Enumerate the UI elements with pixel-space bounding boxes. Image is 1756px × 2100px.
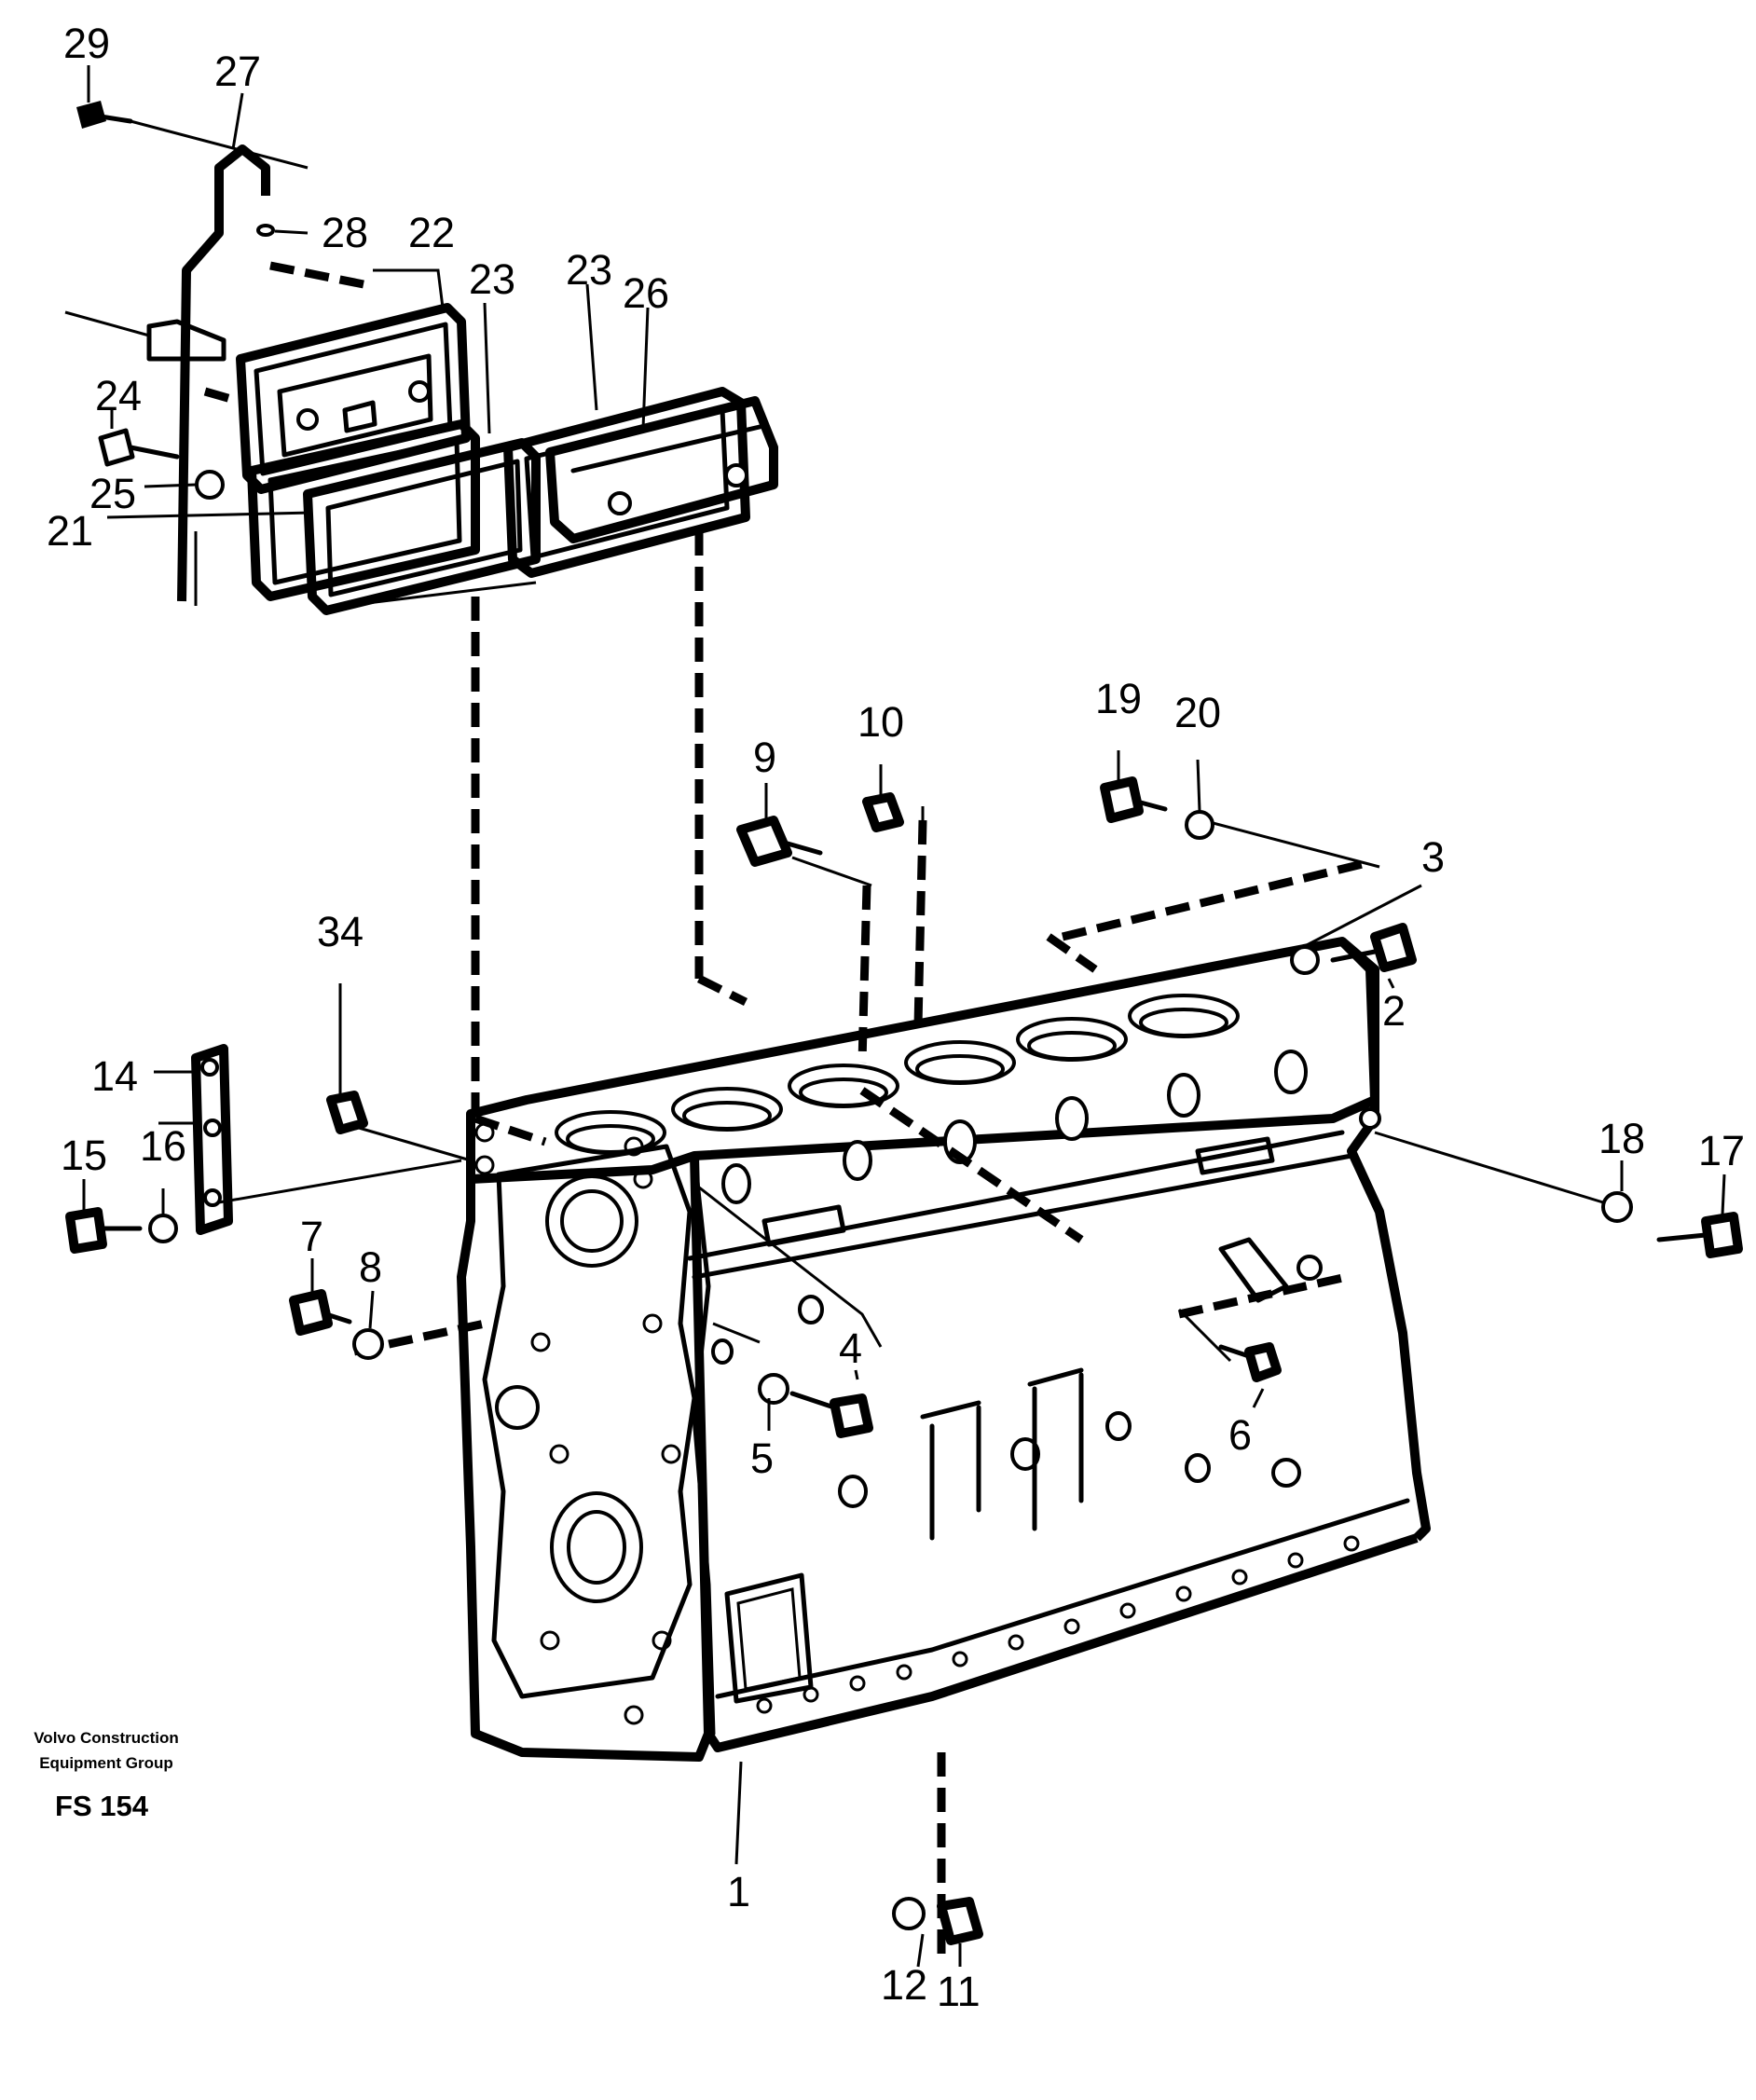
bolt-29	[76, 101, 309, 170]
callout-2: 2	[1382, 987, 1406, 1035]
callout-19: 19	[1095, 675, 1142, 722]
sensor-9	[736, 816, 823, 867]
callout-16: 16	[140, 1122, 186, 1170]
washer-18	[1601, 1191, 1633, 1223]
washer-12	[892, 1897, 926, 1930]
inspection-covers-assembly	[236, 303, 778, 615]
washer-5	[758, 1373, 789, 1405]
plug-11	[937, 1897, 983, 1945]
callout-28: 28	[322, 209, 368, 256]
callout-15: 15	[61, 1132, 107, 1179]
callout-1: 1	[727, 1868, 750, 1915]
bolt-7	[289, 1289, 352, 1336]
callout-6: 6	[1228, 1411, 1252, 1459]
callout-20: 20	[1174, 689, 1221, 736]
bolt-17	[1656, 1212, 1743, 1258]
callout-11: 11	[937, 1968, 981, 2015]
company-line-2: Equipment Group	[39, 1754, 173, 1772]
callout-3: 3	[1421, 833, 1445, 881]
washer-3	[1290, 945, 1320, 975]
callout-26: 26	[623, 269, 669, 317]
washer-8	[352, 1328, 384, 1360]
bolt-19	[1100, 776, 1168, 823]
cylinder-block	[457, 937, 1431, 1762]
washer-25	[195, 470, 225, 500]
callout-12: 12	[881, 1961, 927, 2009]
company-caption: Volvo Construction Equipment Group	[22, 1725, 190, 1776]
callout-25: 25	[89, 470, 136, 517]
figure-code: FS 154	[55, 1790, 148, 1822]
bolt-4	[789, 1391, 873, 1438]
timing-cover	[474, 1122, 697, 1725]
washer-16	[148, 1214, 178, 1243]
leader-lines	[82, 65, 1726, 1968]
bolt-15	[65, 1207, 143, 1254]
callout-34: 34	[317, 908, 364, 955]
callout-21: 21	[47, 507, 93, 555]
callout-23a: 23	[469, 255, 515, 303]
plug-10	[862, 792, 904, 832]
callout-10: 10	[857, 698, 904, 746]
block-side-ports	[711, 1050, 1381, 1508]
callout-14: 14	[91, 1052, 138, 1100]
callout-8: 8	[359, 1243, 382, 1291]
plug-34	[326, 1091, 368, 1134]
callout-23b: 23	[566, 246, 612, 294]
callout-29: 29	[63, 20, 110, 67]
bolt-6	[1218, 1342, 1282, 1382]
bracket-14	[158, 1044, 233, 1235]
callout-7: 7	[300, 1213, 323, 1260]
callout-18: 18	[1598, 1115, 1645, 1162]
company-line-1: Volvo Construction	[34, 1729, 179, 1747]
bolt-24	[98, 428, 180, 467]
inspection-cover	[724, 1572, 814, 1704]
bolt-2	[1330, 923, 1417, 972]
pan-rail-holes	[756, 1535, 1360, 1714]
callout-9: 9	[753, 734, 776, 781]
callout-27: 27	[214, 48, 261, 95]
callout-5: 5	[750, 1434, 774, 1482]
callout-17: 17	[1698, 1127, 1745, 1174]
callout-4: 4	[839, 1325, 862, 1372]
assembly-lines	[218, 531, 1604, 1957]
callout-labels: 1 2 3 4 5 6 7 8 9 10 11 12 14 15 16 17 1…	[47, 20, 1745, 2015]
washer-20	[1185, 810, 1214, 840]
callout-24: 24	[95, 372, 142, 419]
breather-pipe	[64, 144, 364, 606]
callout-22: 22	[408, 209, 455, 256]
